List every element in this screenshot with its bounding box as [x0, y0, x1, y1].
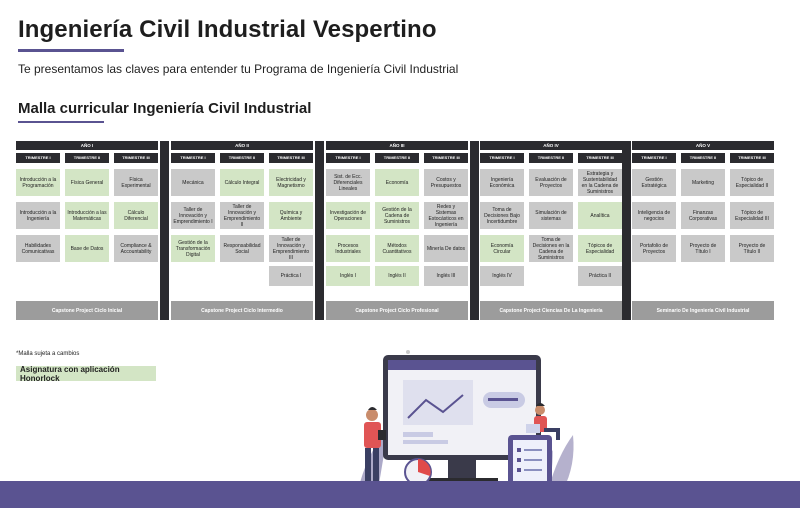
course-cell: Inglés IV [480, 266, 524, 286]
trimester-header: TRIMESTRE I [632, 153, 676, 163]
section-heading: Malla curricular Ingeniería Civil Indust… [18, 100, 312, 117]
course-cell: Tópicos de Especialidad [578, 235, 622, 262]
capstone-bar: Capstone Project Ciclo Intermedio [171, 301, 313, 320]
course-cell: Física General [65, 169, 109, 196]
course-cell: Simulación de sistemas [529, 202, 573, 229]
course-cell: Ingeniería Económica [480, 169, 524, 196]
year-header: AÑO IV [480, 141, 622, 150]
title-underline [18, 49, 124, 52]
trimester-header: TRIMESTRE III [424, 153, 468, 163]
course-cell: Base de Datos [65, 235, 109, 262]
course-cell: Evaluación de Proyectos [529, 169, 573, 196]
course-cell: Marketing [681, 169, 725, 196]
course-cell: Inglés III [424, 266, 468, 286]
year-block: AÑO V TRIMESTRE I TRIMESTRE II TRIMESTRE II… [632, 141, 774, 320]
trimester-header: TRIMESTRE I [326, 153, 370, 163]
course-cell: Introducción a las Matemáticas [65, 202, 109, 229]
course-cell: Minería De datos [424, 235, 468, 262]
trimester-header: TRIMESTRE I [480, 153, 524, 163]
trimester-header: TRIMESTRE III [269, 153, 313, 163]
cycle-divider-strip [315, 141, 324, 320]
year-block: AÑO III TRIMESTRE I TRIMESTRE II TRIMESTRE … [326, 141, 468, 320]
course-cell: Electricidad y Magnetismo [269, 169, 313, 196]
disclaimer-note: *Malla sujeta a cambios [16, 351, 80, 357]
year-header: AÑO II [171, 141, 313, 150]
capstone-bar: Capstone Project Ciencias De La Ingenier… [480, 301, 622, 320]
course-cell: Compliance & Accountability [114, 235, 158, 262]
trimester-header: TRIMESTRE III [730, 153, 774, 163]
cycle-divider-strip [160, 141, 169, 320]
course-cell: Química y Ambiente [269, 202, 313, 229]
trimester-header: TRIMESTRE III [114, 153, 158, 163]
trimester-header: TRIMESTRE III [578, 153, 622, 163]
course-cell: Física Experimental [114, 169, 158, 196]
course-cell: Investigación de Operaciones [326, 202, 370, 229]
course-cell: Práctica I [269, 266, 313, 286]
course-cell: Inglés I [326, 266, 370, 286]
course-cell: Sist. de Ecc. Diferenciales Lineales [326, 169, 370, 196]
course-cell: Taller de Innovación y Emprendimiento I [171, 202, 215, 229]
capstone-bar: Seminario De Ingeniería Civil Industrial [632, 301, 774, 320]
cycle-divider-strip [470, 141, 479, 320]
year-block: AÑO IV TRIMESTRE I TRIMESTRE II TRIMESTRE I… [480, 141, 622, 320]
course-cell: Portafolio de Proyectos [632, 235, 676, 262]
course-cell: Finanzas Corporativas [681, 202, 725, 229]
year-block: AÑO I TRIMESTRE I TRIMESTRE II TRIMESTRE II… [16, 141, 158, 320]
course-cell: Taller de Innovación y Emprendimiento II… [269, 235, 313, 262]
course-cell: Proyecto de Título I [681, 235, 725, 262]
cycle-divider-strip [622, 141, 631, 320]
course-cell: Toma de Decisiones en la Cadena de Sumin… [529, 235, 573, 262]
year-block: AÑO II TRIMESTRE I TRIMESTRE II TRIMESTRE I… [171, 141, 313, 320]
capstone-bar: Capstone Project Ciclo Profesional [326, 301, 468, 320]
year-header: AÑO I [16, 141, 158, 150]
course-cell: Toma de Decisiones Bajo Incertidumbre [480, 202, 524, 229]
course-cell: Inteligencia de negocios [632, 202, 676, 229]
course-cell: Introducción a la Ingeniería [16, 202, 60, 229]
section-underline [18, 121, 104, 123]
course-cell: Introducción a la Programación [16, 169, 60, 196]
course-cell: Responsabilidad Social [220, 235, 264, 262]
course-cell: Gestión Estratégica [632, 169, 676, 196]
course-cell: Gestión de la Transformación Digital [171, 235, 215, 262]
course-cell: Gestión de la Cadena de Suministros [375, 202, 419, 229]
course-cell: Habilidades Comunicativas [16, 235, 60, 262]
year-header: AÑO III [326, 141, 468, 150]
trimester-header: TRIMESTRE II [375, 153, 419, 163]
page-subtitle: Te presentamos las claves para entender … [18, 62, 459, 76]
trimester-header: TRIMESTRE I [171, 153, 215, 163]
course-cell: Economía [375, 169, 419, 196]
trimester-header: TRIMESTRE II [681, 153, 725, 163]
course-cell: Inglés II [375, 266, 419, 286]
course-cell: Cálculo Diferencial [114, 202, 158, 229]
course-cell: Economía Circular [480, 235, 524, 262]
course-cell: Procesos Industriales [326, 235, 370, 262]
course-cell: Métodos Cuantitativos [375, 235, 419, 262]
capstone-bar: Capstone Project Ciclo Inicial [16, 301, 158, 320]
course-cell: Analítica [578, 202, 622, 229]
course-cell: Tópico de Especialidad III [730, 202, 774, 229]
page-title: Ingeniería Civil Industrial Vespertino [18, 16, 437, 43]
course-cell: Proyecto de Título II [730, 235, 774, 262]
course-cell: Redes y Sistemas Estocásticos en Ingenie… [424, 202, 468, 229]
trimester-header: TRIMESTRE II [220, 153, 264, 163]
legend-honorlock: Asignatura con aplicación Honorlock [16, 365, 156, 383]
trimester-header: TRIMESTRE I [16, 153, 60, 163]
course-cell: Taller de Innovación y Emprendimiento II [220, 202, 264, 229]
course-cell: Práctica II [578, 266, 622, 286]
footer-band [0, 481, 800, 508]
trimester-header: TRIMESTRE II [65, 153, 109, 163]
course-cell: Costos y Presupuestos [424, 169, 468, 196]
course-cell: Tópico de Especialidad II [730, 169, 774, 196]
course-cell: Mecánica [171, 169, 215, 196]
illustration-people-dashboard [358, 350, 574, 493]
course-cell: Estrategia y Sustentabilidad en la Caden… [578, 169, 622, 196]
course-cell: Cálculo Integral [220, 169, 264, 196]
year-header: AÑO V [632, 141, 774, 150]
trimester-header: TRIMESTRE II [529, 153, 573, 163]
